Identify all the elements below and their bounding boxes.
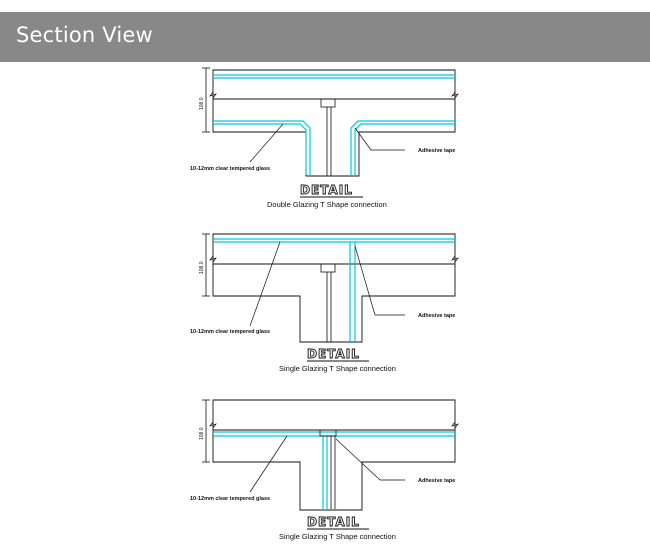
detail-drawing-double: 108.0 10-12mm clear tempered glass Adhes… [190,67,459,209]
glass-label: 10-12mm clear tempered glass [190,166,270,172]
detail-caption: Double Glazing T Shape connection [267,200,387,209]
detail-drawing-single-bottom: 108.0 10-12mm clear tempered glass Adhes… [190,399,459,541]
glass-label: 10-12mm clear tempered glass [190,496,270,502]
tape-label: Adhesive tape [418,313,455,319]
dimension-text: 108.0 [199,427,205,440]
detail-title: DETAIL [307,515,360,529]
detail-title: DETAIL [307,347,360,361]
detail-title: DETAIL [300,183,353,197]
tape-label: Adhesive tape [418,478,455,484]
header-bar [0,12,650,62]
dimension-text: 108.0 [199,97,205,110]
dimension-text: 108.0 [199,261,205,274]
page-title: Section View [16,23,153,47]
detail-caption: Single Glazing T Shape connection [279,364,396,373]
detail-caption: Single Glazing T Shape connection [279,532,396,541]
tape-label: Adhesive tape [418,148,455,154]
glass-label: 10-12mm clear tempered glass [190,329,270,335]
detail-drawing-single-side: 108.0 10-12mm clear tempered glass Adhes… [190,233,459,373]
